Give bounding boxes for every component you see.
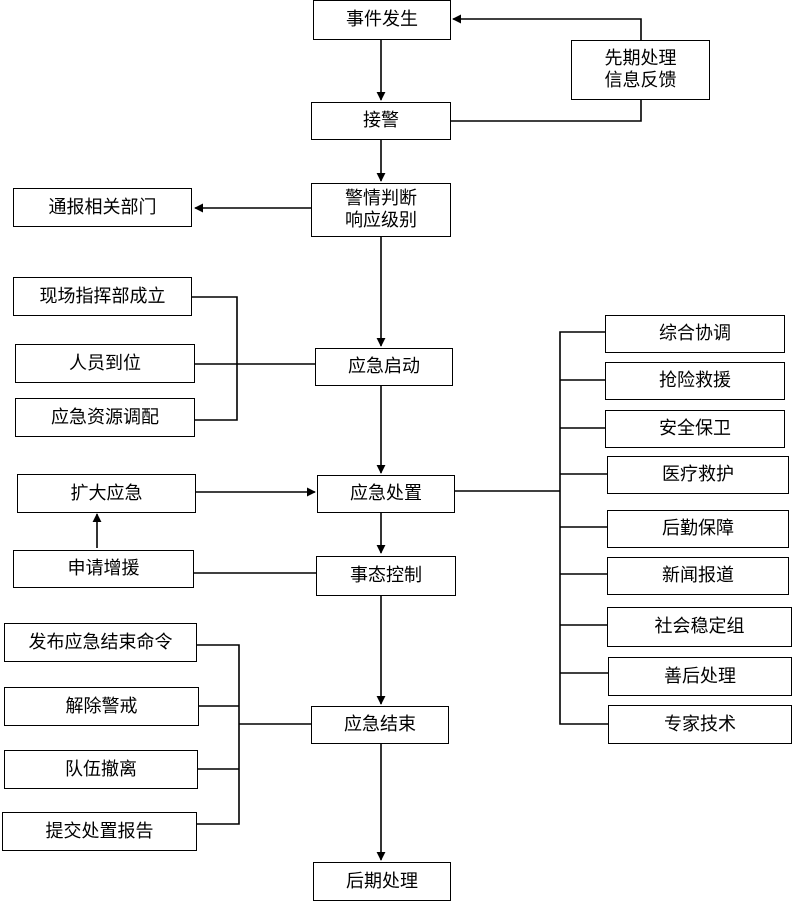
connector-alarm-to-feedback: [451, 100, 642, 122]
bracket-teams: [559, 331, 608, 725]
bracket-start-left: [192, 296, 238, 421]
node-security: 安全保卫: [605, 410, 785, 448]
node-alarm: 接警: [311, 102, 451, 140]
node-rescue: 抢险救援: [605, 362, 785, 400]
node-stability: 社会稳定组: [607, 607, 792, 647]
arrow-feedback-to-event: [452, 14, 642, 40]
node-after: 后期处理: [313, 862, 451, 901]
node-expert: 专家技术: [608, 705, 792, 744]
node-end-order: 发布应急结束命令: [4, 623, 197, 662]
node-judge: 警情判断响应级别: [311, 183, 451, 237]
node-expand: 扩大应急: [17, 474, 196, 513]
node-notify: 通报相关部门: [13, 188, 192, 227]
bracket-end-left: [197, 644, 240, 825]
node-medical: 医疗救护: [607, 456, 789, 494]
node-news: 新闻报道: [607, 557, 789, 595]
node-end: 应急结束: [311, 706, 449, 744]
node-coord: 综合协调: [605, 315, 785, 353]
node-request: 申请增援: [13, 550, 194, 588]
node-logistics: 后勤保障: [607, 510, 789, 548]
node-event: 事件发生: [313, 0, 451, 40]
node-lift: 解除警戒: [4, 687, 199, 726]
node-command: 现场指挥部成立: [13, 277, 192, 316]
node-control: 事态控制: [316, 556, 456, 596]
node-dispose: 应急处置: [317, 475, 455, 513]
node-start: 应急启动: [315, 348, 453, 386]
node-report: 提交处置报告: [2, 812, 197, 851]
node-resource: 应急资源调配: [15, 398, 195, 437]
node-aftermath: 善后处理: [608, 657, 792, 696]
node-withdraw: 队伍撤离: [4, 750, 198, 789]
node-feedback: 先期处理信息反馈: [571, 40, 710, 100]
node-staff: 人员到位: [15, 344, 195, 383]
